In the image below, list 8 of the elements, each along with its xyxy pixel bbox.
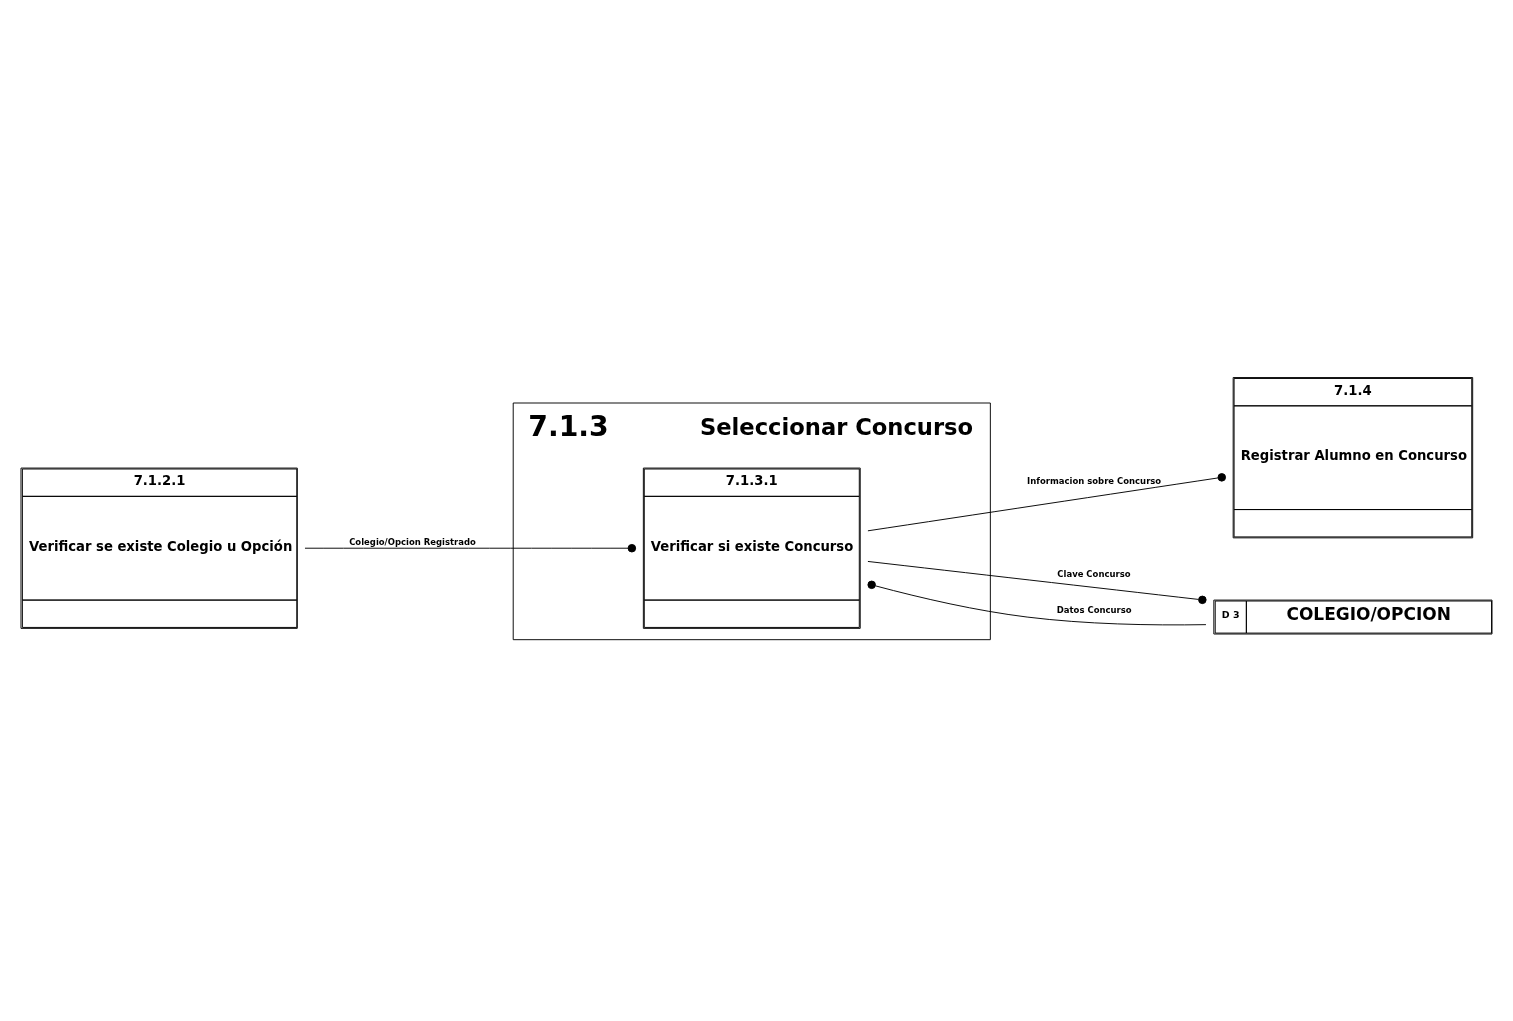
edge-label: Datos Concurso	[1056, 605, 1132, 616]
edge-label: Clave Concurso	[1057, 568, 1131, 579]
connector	[867, 561, 1207, 605]
connector	[867, 473, 1226, 532]
edge-label: Colegio/Opcion Registrado	[349, 536, 476, 547]
connector	[867, 580, 1207, 626]
connector	[304, 544, 637, 553]
edge-label: Informacion sobre Concurso	[1027, 476, 1162, 487]
